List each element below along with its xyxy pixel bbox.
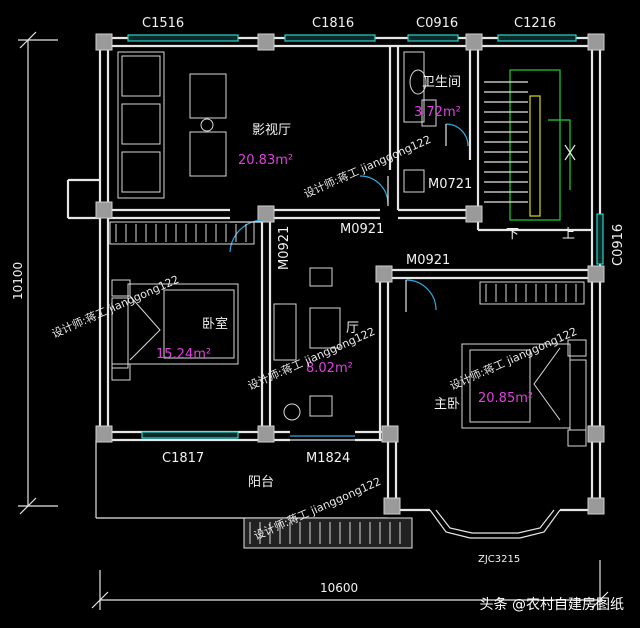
door-swings (229, 123, 469, 441)
room-area-master: 20.85m² (478, 391, 533, 406)
room-name-balcony: 阳台 (248, 475, 274, 490)
dimension-lines (18, 31, 609, 610)
balcony-planter (243, 517, 413, 549)
room-name-bedroom: 卧室 (202, 316, 228, 332)
dimension-width: 10600 (320, 581, 358, 595)
watermark-4: 设计师:蒋工 jianggong122 (448, 325, 579, 393)
master-furniture (461, 281, 587, 447)
theater-sofa (117, 51, 227, 199)
credit-label: 头条 @农村自建房图纸 (479, 597, 624, 613)
window-label-c1816: C1816 (312, 16, 354, 31)
room-area-bathroom: 3.72m² (414, 105, 461, 120)
room-area-theater: 20.83m² (238, 153, 293, 168)
stair-down-label: 下 (506, 227, 519, 242)
wardrobe-bedroom (109, 221, 255, 245)
room-area-bedroom: 15.24m² (156, 347, 211, 362)
window-label-c0916-right: C0916 (611, 224, 626, 266)
watermark-2: 设计师:蒋工 jianggong122 (50, 273, 181, 341)
room-name-theater: 影视厅 (252, 123, 291, 138)
room-name-master: 主卧 (434, 397, 460, 412)
watermark-3: 设计师:蒋工 jianggong122 (246, 325, 377, 393)
columns (95, 33, 605, 515)
windows (127, 34, 604, 439)
watermark-1: 设计师:蒋工 jianggong122 (302, 133, 433, 201)
room-name-hall: 厅 (346, 321, 359, 336)
door-label-m0721: M0721 (428, 177, 472, 192)
window-label-c0916-top: C0916 (416, 16, 458, 31)
bathroom-fixtures (403, 51, 437, 193)
stair-up-label: 上 (562, 227, 575, 242)
room-area-hall: 8.02m² (306, 361, 353, 376)
window-label-c1216: C1216 (514, 16, 556, 31)
staircase (484, 69, 576, 221)
window-label-c1817: C1817 (162, 451, 204, 466)
window-label-c1516: C1516 (142, 16, 184, 31)
hall-furniture (273, 267, 341, 421)
bedroom-furniture (111, 279, 239, 381)
window-label-zjc3215: ZJC3215 (478, 554, 520, 565)
room-name-bathroom: 卫生间 (422, 75, 461, 90)
door-label-m0921-vertical: M0921 (277, 226, 292, 270)
door-label-m1824: M1824 (306, 451, 350, 466)
door-label-m0921-master: M0921 (406, 253, 450, 268)
door-label-m0921-living: M0921 (340, 222, 384, 237)
dimension-height: 10100 (11, 262, 25, 300)
